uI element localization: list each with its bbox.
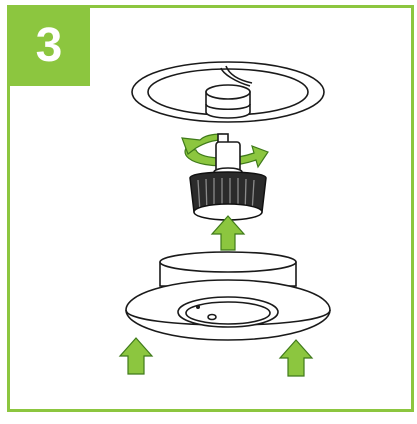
step-number: 3	[8, 6, 90, 86]
gu10-socket	[206, 85, 250, 118]
downlight-housing	[126, 252, 330, 340]
up-arrow-icon	[280, 340, 312, 376]
up-arrow-icon	[120, 338, 152, 374]
led-bulb	[190, 172, 266, 220]
bulb-pins	[214, 134, 242, 176]
step-badge: 3	[8, 6, 90, 86]
up-arrow-icon	[212, 216, 244, 250]
